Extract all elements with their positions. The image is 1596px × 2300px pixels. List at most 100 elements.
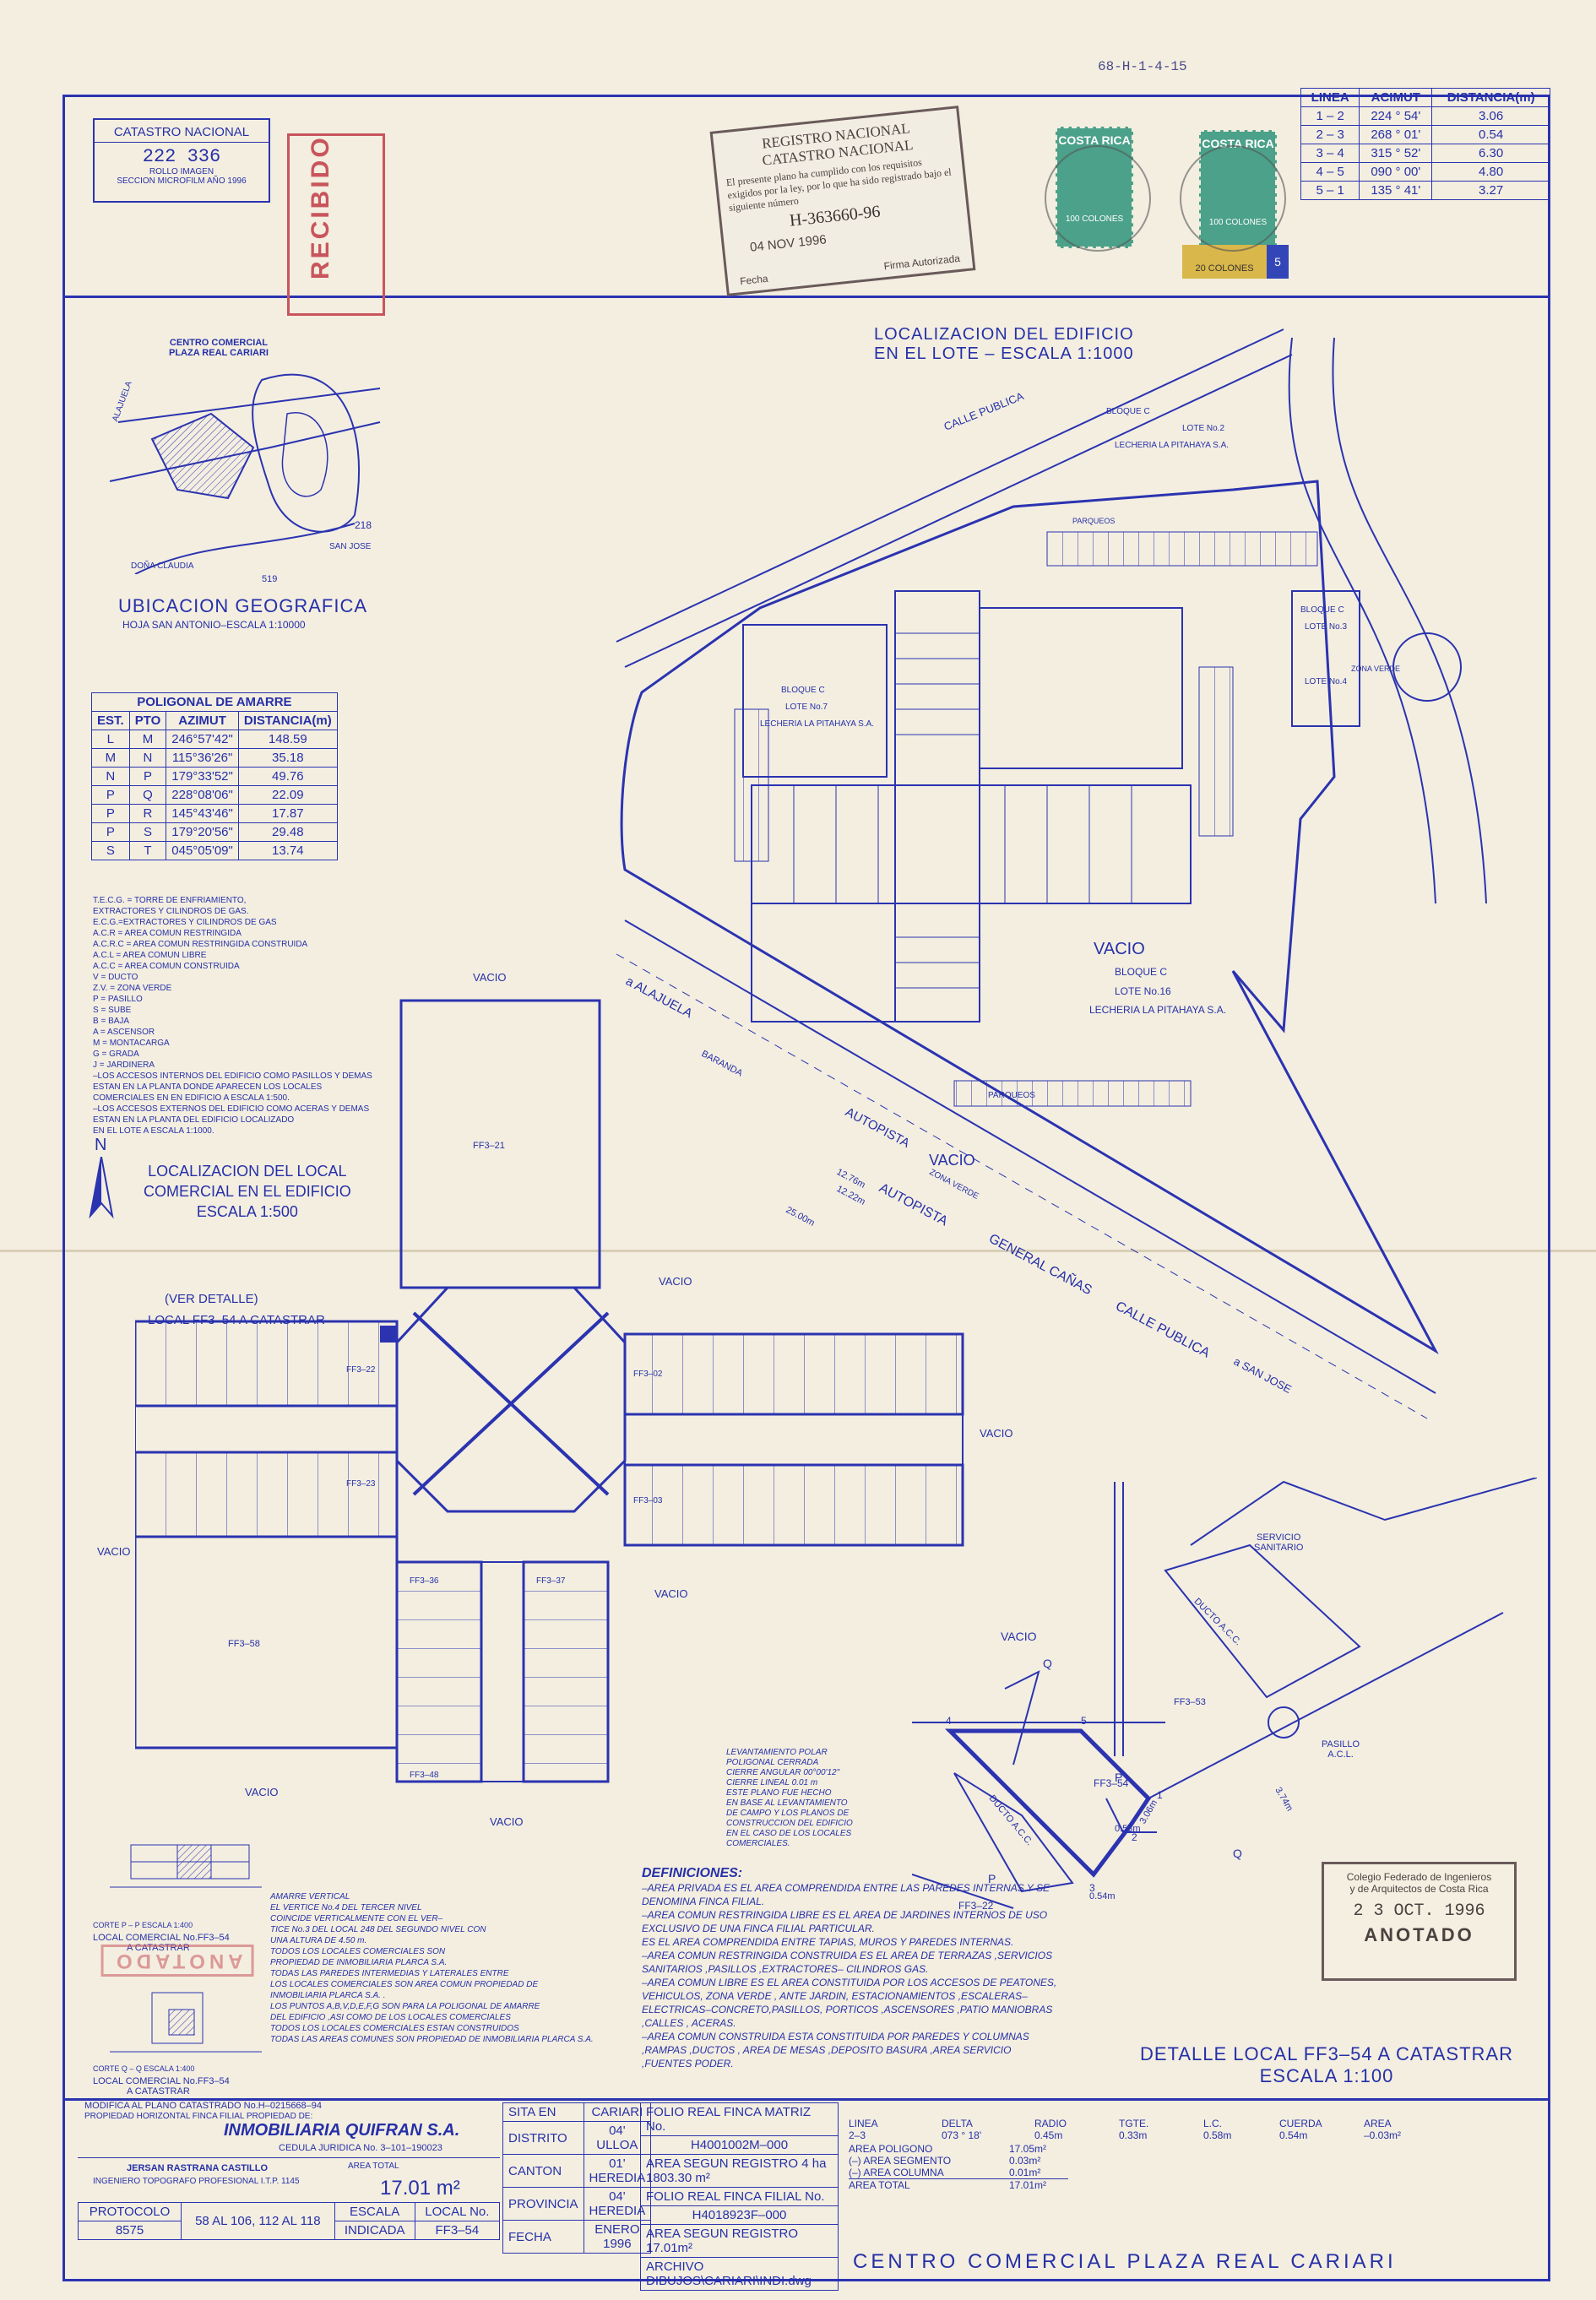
north-label: N (95, 1136, 107, 1154)
legend-line: A.C.R.C = AREA COMUN RESTRINGIDA CONSTRU… (93, 940, 308, 949)
svg-text:Q: Q (1043, 1657, 1052, 1670)
svg-text:Q: Q (1233, 1847, 1242, 1860)
legend-line: Z.V. = ZONA VERDE (93, 984, 172, 993)
legend-line: COMERCIALES EN EN EDIFICIO A ESCALA 1:50… (93, 1093, 290, 1103)
levantamiento-line: DE CAMPO Y LOS PLANOS DE (726, 1809, 850, 1818)
levantamiento-line: CONSTRUCCION DEL EDIFICIO (726, 1819, 853, 1828)
svg-text:FF3–58: FF3–58 (228, 1639, 260, 1649)
svg-text:BLOQUE C: BLOQUE C (1115, 966, 1167, 978)
legend-line: A.C.R = AREA COMUN RESTRINGIDA (93, 929, 242, 938)
svg-text:CALLE PUBLICA: CALLE PUBLICA (1113, 1299, 1212, 1361)
svg-text:PARQUEOS: PARQUEOS (1072, 517, 1115, 525)
legend-line: EN EL LOTE A ESCALA 1:1000. (93, 1126, 214, 1136)
vacio-label: VACIO (97, 1545, 131, 1558)
legend-line: A.C.L = AREA COMUN LIBRE (93, 951, 207, 960)
surveyor-name: JERSAN RASTRANA CASTILLO (127, 2163, 269, 2173)
legend-line: ESTAN EN LA PLANTA DEL EDIFICIO LOCALIZA… (93, 1115, 295, 1125)
sheet-reference: 68-H-1-4-15 (1098, 59, 1187, 74)
notes-left: AMARRE VERTICAL EL VERTICE No.4 DEL TERCE… (270, 1891, 625, 2045)
legend-line: A = ASCENSOR (93, 1028, 155, 1037)
note-line: AMARRE VERTICAL (270, 1892, 350, 1901)
ff3-53-label: FF3–53 (1174, 1697, 1206, 1707)
ff3-54-label: FF3–54 (1094, 1777, 1129, 1789)
svg-text:FF3–22: FF3–22 (346, 1365, 376, 1375)
svg-text:5: 5 (1081, 1715, 1087, 1727)
cancel-seal-icon (1045, 145, 1286, 252)
svg-text:a SAN JOSE: a SAN JOSE (1232, 1354, 1295, 1396)
note-line: TODAS LAS AREAS COMUNES SON PROPIEDAD DE… (270, 2035, 594, 2044)
paper-fold (0, 1250, 1596, 1252)
detalle-title: DETALLE LOCAL FF3–54 A CATASTRAR ESCALA … (1140, 2043, 1513, 2086)
area-total-value: 17.01 m² (380, 2177, 460, 2200)
legend-line: EXTRACTORES Y CILINDROS DE GAS. (93, 907, 249, 916)
note-line: TODOS LOS LOCALES COMERCIALES ESTAN CONS… (270, 2024, 519, 2033)
note-line: TODAS LAS PAREDES INTERMEDIAS Y LATERALE… (270, 1969, 509, 1978)
legend: T.E.C.G. = TORRE DE ENFRIAMIENTO,EXTRACT… (93, 895, 380, 1136)
servicio-sanitario: SERVICIO SANITARIO (1254, 1532, 1304, 1553)
location-map (109, 373, 381, 575)
timbre-4: 5 (1267, 245, 1289, 279)
note-line: INMOBILIARIA PLARCA S.A. . (270, 1991, 386, 2000)
legend-line: –LOS ACCESOS EXTERNOS DEL EDIFICIO COMO … (93, 1104, 370, 1114)
ver-detalle-label: (VER DETALLE) (165, 1292, 258, 1306)
local-catastrar-label: LOCAL FF3–54 A CATASTRAR (148, 1313, 325, 1327)
note-line: COINCIDE VERTICALMENTE CON EL VER– (270, 1914, 443, 1923)
note-line: LOS PUNTOS A,B,V,D,E,F,G SON PARA LA POL… (270, 2002, 540, 2011)
corte-pp: CORTE P – P ESCALA 1:400 LOCAL COMERCIAL… (93, 1836, 270, 1963)
svg-text:FF3–03: FF3–03 (633, 1496, 663, 1505)
svg-text:BLOQUE C: BLOQUE C (781, 686, 825, 695)
legend-line: G = GRADA (93, 1050, 139, 1059)
detalle-vacio: VACIO (1001, 1630, 1037, 1643)
svg-text:FF3–23: FF3–23 (346, 1479, 376, 1489)
calle-publica-label: CALLE PUBLICA (942, 389, 1026, 433)
levantamiento-line: LEVANTAMIENTO POLAR (726, 1748, 828, 1757)
svg-text:FF3–48: FF3–48 (410, 1771, 439, 1780)
registro-stamp: REGISTRO NACIONAL CATASTRO NACIONAL El p… (709, 106, 976, 296)
svg-text:LOTE No.3: LOTE No.3 (1305, 622, 1347, 632)
folio-table: FOLIO REAL FINCA MATRIZ No. H4001002M–00… (640, 2102, 839, 2291)
recibido-stamp: RECIBIDO (287, 133, 385, 316)
note-line: EL VERTICE No.4 DEL TERCER NIVEL (270, 1903, 422, 1912)
svg-text:GENERAL CAÑAS: GENERAL CAÑAS (986, 1229, 1095, 1298)
definicion-item: –AREA PRIVADA ES EL AREA COMPRENDIDA ENT… (642, 1882, 1050, 1907)
ubicacion-subtitle: HOJA SAN ANTONIO–ESCALA 1:10000 (122, 619, 306, 631)
definicion-item: –AREA COMUN RESTRINGIDA CONSTRUIDA ES EL… (642, 1950, 1053, 1975)
note-line: TICE No.3 DEL LOCAL 248 DEL SEGUNDO NIVE… (270, 1925, 486, 1934)
svg-text:LOTE No.16: LOTE No.16 (1115, 985, 1171, 997)
pasillo-acl: PASILLO A.C.L. (1322, 1739, 1360, 1760)
legend-line: P = PASILLO (93, 995, 143, 1004)
catastro-number: 222 336 (142, 146, 221, 167)
svg-text:VACIO: VACIO (1094, 940, 1145, 958)
vacio-label: VACIO (245, 1786, 279, 1798)
definicion-item: –AREA COMUN LIBRE ES EL AREA CONSTITUIDA… (642, 1977, 1057, 2029)
vacio-label: VACIO (980, 1427, 1013, 1440)
legend-line: ESTAN EN LA PLANTA DONDE APARECEN LOS LO… (93, 1082, 323, 1092)
timbre-1: COSTA RICA 100 COLONES (1056, 127, 1133, 248)
svg-text:P: P (1115, 1771, 1122, 1784)
title-block-divider (62, 2098, 1550, 2101)
catastro-line2: SECCION MICROFILM AÑO 1996 (117, 176, 247, 186)
levantamiento-line: CIERRE ANGULAR 00°00'12" (726, 1768, 840, 1777)
svg-text:3: 3 (1089, 1882, 1095, 1894)
svg-text:LECHERIA LA PITAHAYA S.A.: LECHERIA LA PITAHAYA S.A. (1115, 441, 1229, 450)
header-divider (62, 296, 1550, 298)
svg-text:LECHERIA LA PITAHAYA S.A.: LECHERIA LA PITAHAYA S.A. (760, 719, 874, 729)
ubicacion-title: UBICACION GEOGRAFICA (118, 595, 368, 616)
note-line: UNA ALTURA DE 4.50 m. (270, 1936, 367, 1945)
floor-plan-title: LOCALIZACION DEL LOCAL COMERCIAL EN EL E… (144, 1163, 351, 1220)
owner-name: INMOBILIARIA QUIFRAN S.A. (224, 2121, 460, 2140)
legend-line: S = SUBE (93, 1006, 132, 1015)
legend-line: J = JARDINERA (93, 1060, 155, 1070)
vacio-label: VACIO (659, 1275, 692, 1288)
note-line: TODOS LOS LOCALES COMERCIALES SON (270, 1947, 446, 1956)
svg-text:FF3–21: FF3–21 (473, 1141, 505, 1151)
legend-line: –LOS ACCESOS INTERNOS DEL EDIFICIO COMO … (93, 1071, 372, 1081)
